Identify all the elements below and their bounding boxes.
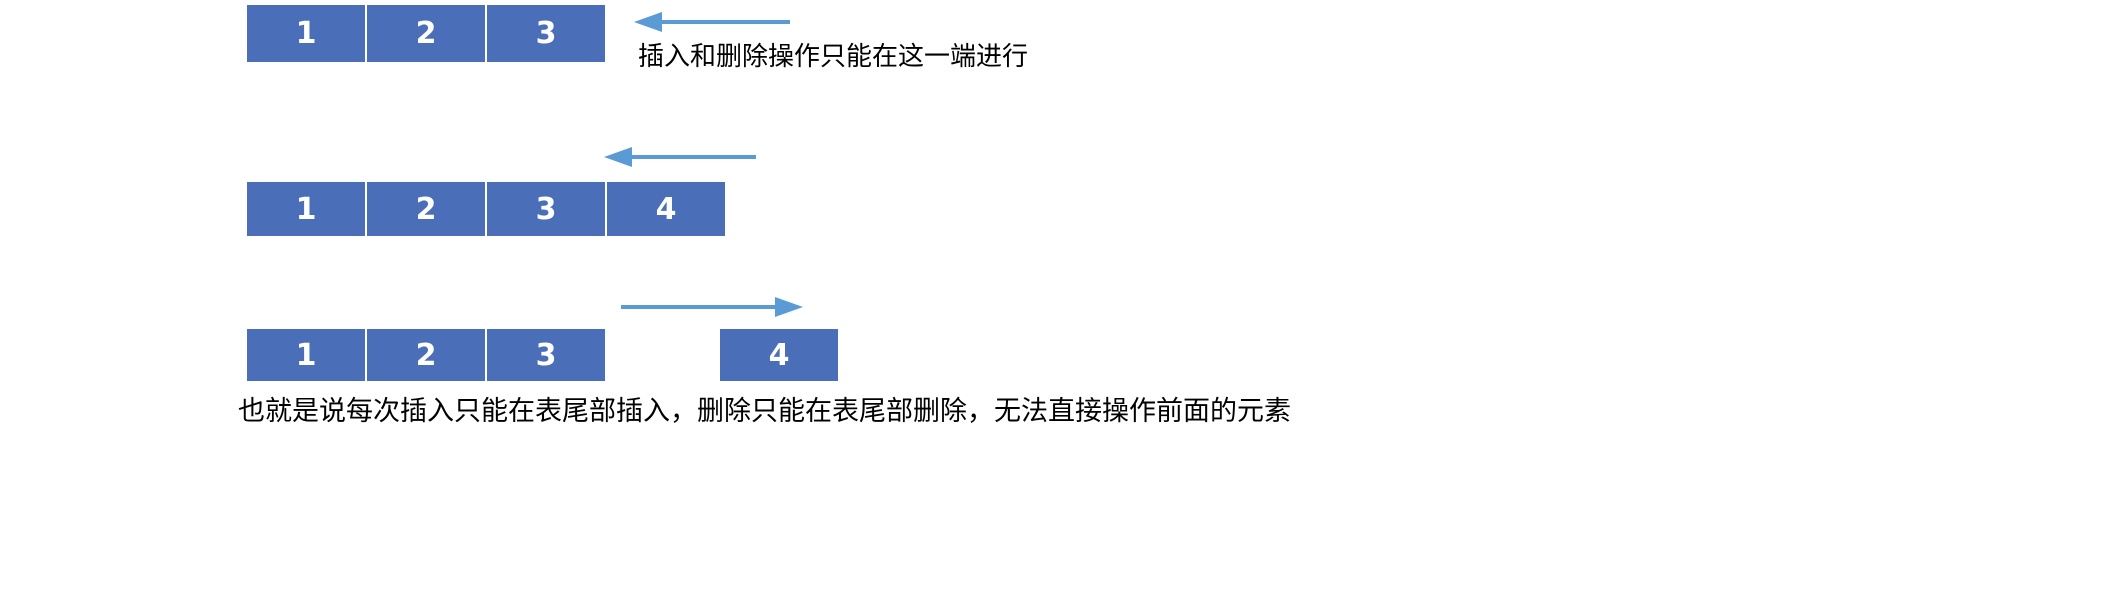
- arrow-right-row-3: [621, 297, 803, 317]
- row-3-detached-cell-4: 4: [720, 329, 838, 381]
- annotation-top: 插入和删除操作只能在这一端进行: [638, 42, 1029, 72]
- row-1-cell-2: 2: [367, 5, 485, 62]
- row-3-cell-3: 3: [487, 329, 605, 381]
- annotation-bottom: 也就是说每次插入只能在表尾部插入，删除只能在表尾部删除，无法直接操作前面的元素: [238, 396, 1291, 427]
- row-2-cell-1: 1: [247, 182, 365, 236]
- row-3-cell-2: 2: [367, 329, 485, 381]
- row-2-cell-2: 2: [367, 182, 485, 236]
- row-3-cell-1: 1: [247, 329, 365, 381]
- row-2-cell-4: 4: [607, 182, 725, 236]
- arrow-left-row-1: [634, 12, 790, 32]
- row-2-cell-3: 3: [487, 182, 605, 236]
- arrow-left-row-2: [604, 147, 756, 167]
- row-1-cell-3: 3: [487, 5, 605, 62]
- row-1-cell-1: 1: [247, 5, 365, 62]
